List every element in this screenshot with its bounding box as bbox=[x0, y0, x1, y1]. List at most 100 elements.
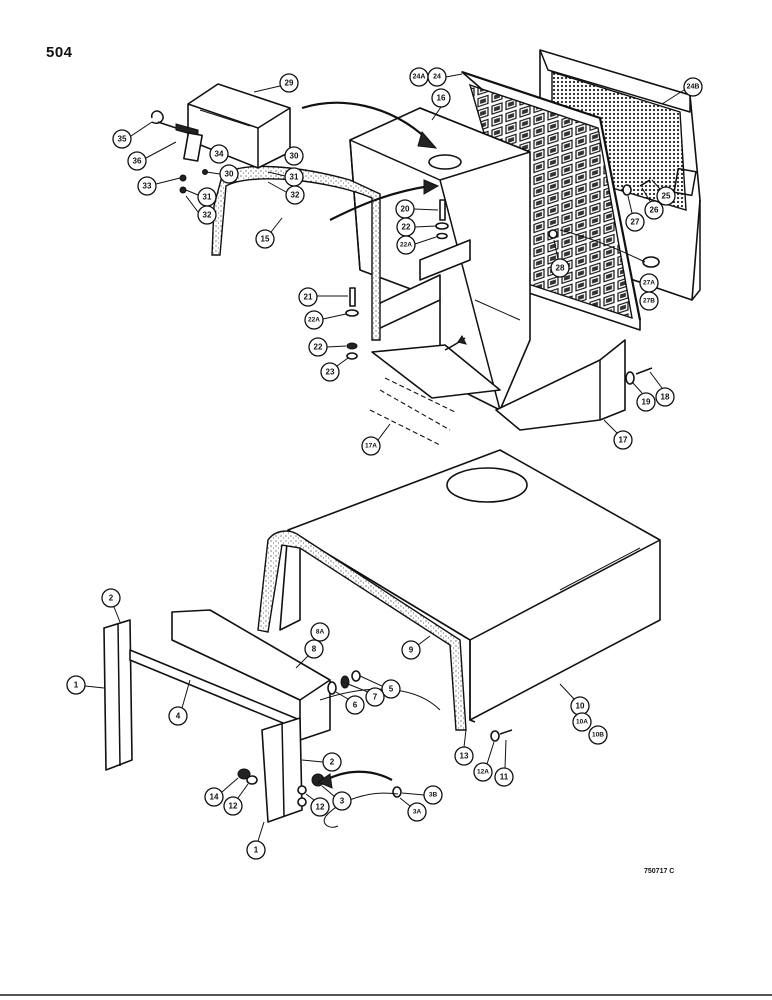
callout-20: 20 bbox=[395, 199, 415, 219]
callout-27b: 27B bbox=[639, 291, 659, 311]
seal-9 bbox=[257, 530, 467, 731]
callout-31a: 31 bbox=[284, 167, 304, 187]
callout-24-label: 24 bbox=[433, 74, 441, 81]
callout-34: 34 bbox=[209, 144, 229, 164]
callout-8-label: 8 bbox=[312, 645, 317, 654]
callout-31b: 31 bbox=[197, 187, 217, 207]
callout-6: 6 bbox=[345, 695, 365, 715]
callout-5-label: 5 bbox=[389, 685, 394, 694]
callout-22a-label: 22 bbox=[402, 223, 411, 232]
callout-12a-label: 12 bbox=[229, 802, 238, 811]
callout-12b-label: 12 bbox=[316, 803, 325, 812]
callout-24: 24 bbox=[427, 67, 447, 87]
callout-28-label: 28 bbox=[556, 264, 565, 273]
callout-29: 29 bbox=[279, 73, 299, 93]
callout-10: 10 bbox=[570, 696, 590, 716]
callout-3b-label: 3B bbox=[429, 792, 438, 799]
callout-27a: 27A bbox=[639, 273, 659, 293]
callout-1a-label: 1 bbox=[74, 681, 79, 690]
assembly-arrows bbox=[301, 101, 440, 221]
drawing-reference: 750717 C bbox=[644, 868, 675, 875]
callout-30b: 30 bbox=[219, 164, 239, 184]
callout-22a: 22 bbox=[396, 217, 416, 237]
bracket-assembly bbox=[103, 609, 331, 823]
callout-2a-label: 2 bbox=[109, 594, 114, 603]
callout-1b-label: 1 bbox=[254, 846, 259, 855]
latch-parts bbox=[150, 110, 208, 194]
callout-2b-label: 2 bbox=[330, 758, 335, 767]
callout-23-label: 23 bbox=[326, 368, 335, 377]
callout-10-label: 10 bbox=[576, 702, 585, 711]
callout-2a: 2 bbox=[101, 588, 121, 608]
callout-20-label: 20 bbox=[401, 205, 410, 214]
callout-32a-label: 32 bbox=[291, 191, 300, 200]
callout-25-label: 25 bbox=[662, 192, 671, 201]
callout-14: 14 bbox=[204, 787, 224, 807]
hardware-bottom bbox=[237, 670, 513, 828]
callout-13-label: 13 bbox=[460, 752, 469, 761]
callout-3a: 3A bbox=[407, 802, 427, 822]
callout-7: 7 bbox=[365, 687, 385, 707]
callout-36-label: 36 bbox=[133, 157, 142, 166]
callout-4-label: 4 bbox=[176, 712, 181, 721]
callout-8a-label: 8A bbox=[316, 629, 325, 636]
callout-10b: 10B bbox=[588, 725, 608, 745]
callout-5: 5 bbox=[381, 679, 401, 699]
callout-21-label: 21 bbox=[304, 293, 313, 302]
callout-3a-label: 3A bbox=[413, 809, 422, 816]
callout-30a: 30 bbox=[284, 146, 304, 166]
callout-27b-label: 27B bbox=[643, 298, 655, 305]
callout-10b-label: 10B bbox=[592, 732, 604, 739]
callout-26: 26 bbox=[644, 200, 664, 220]
hardware-top bbox=[345, 179, 660, 385]
grille-24 bbox=[461, 70, 642, 331]
callout-1b: 1 bbox=[246, 840, 266, 860]
callout-9-label: 9 bbox=[409, 646, 414, 655]
callout-8: 8 bbox=[304, 639, 324, 659]
callout-35-label: 35 bbox=[118, 135, 127, 144]
callout-2b: 2 bbox=[322, 752, 342, 772]
callout-12c: 12A bbox=[473, 762, 493, 782]
callout-31b-label: 31 bbox=[203, 193, 212, 202]
callout-3: 3 bbox=[332, 791, 352, 811]
callout-28: 28 bbox=[550, 258, 570, 278]
callout-15-label: 15 bbox=[261, 235, 270, 244]
callout-3-label: 3 bbox=[340, 797, 345, 806]
callout-7-label: 7 bbox=[373, 693, 378, 702]
callout-19-label: 19 bbox=[642, 398, 651, 407]
callout-16: 16 bbox=[431, 88, 451, 108]
callout-17: 17 bbox=[613, 430, 633, 450]
callout-34-label: 34 bbox=[215, 150, 224, 159]
support-17 bbox=[495, 339, 626, 431]
callout-22c-label: 22A bbox=[400, 242, 412, 249]
bottom-rule bbox=[0, 994, 772, 996]
callout-32a: 32 bbox=[285, 185, 305, 205]
callout-21: 21 bbox=[298, 287, 318, 307]
callout-11-label: 11 bbox=[500, 773, 509, 782]
callout-24a: 24A bbox=[409, 67, 429, 87]
callout-18-label: 18 bbox=[661, 393, 670, 402]
callout-17-label: 17 bbox=[619, 436, 628, 445]
callout-3b: 3B bbox=[423, 785, 443, 805]
callout-16-label: 16 bbox=[437, 94, 446, 103]
callout-33-label: 33 bbox=[143, 182, 152, 191]
callout-15: 15 bbox=[255, 229, 275, 249]
callout-22d-label: 22A bbox=[308, 317, 320, 324]
callout-22b: 22 bbox=[308, 337, 328, 357]
callout-18: 18 bbox=[655, 387, 675, 407]
callout-36: 36 bbox=[127, 151, 147, 171]
callout-24b: 24B bbox=[683, 77, 703, 97]
callout-27: 27 bbox=[625, 212, 645, 232]
callout-11: 11 bbox=[494, 767, 514, 787]
callout-24a-label: 24A bbox=[413, 74, 426, 81]
callout-8a: 8A bbox=[310, 622, 330, 642]
callout-33: 33 bbox=[137, 176, 157, 196]
callout-6-label: 6 bbox=[353, 701, 358, 710]
callout-26-label: 26 bbox=[650, 206, 659, 215]
callout-29-label: 29 bbox=[285, 79, 294, 88]
callout-31a-label: 31 bbox=[290, 173, 299, 182]
callout-12a: 12 bbox=[223, 796, 243, 816]
callout-27-label: 27 bbox=[631, 218, 640, 227]
callout-17a-label: 17A bbox=[365, 443, 377, 450]
